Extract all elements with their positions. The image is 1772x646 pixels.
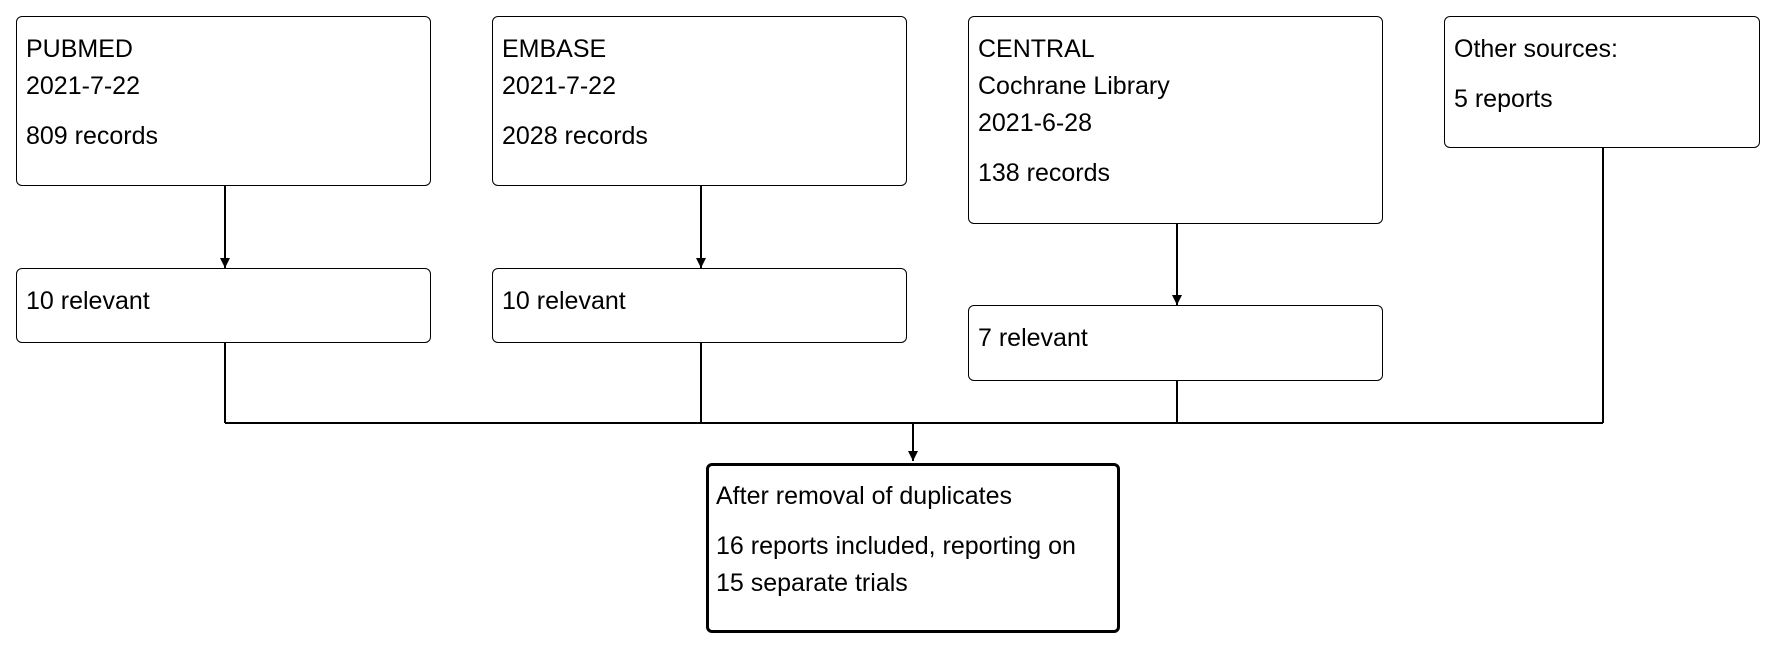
- source-title: CENTRAL: [978, 35, 1095, 63]
- source-box-embase: EMBASE 2021-7-22 2028 records: [492, 16, 907, 186]
- relevant-box-pubmed: 10 relevant: [16, 268, 431, 343]
- source-subtitle: Cochrane Library: [978, 72, 1170, 100]
- result-text: 16 reports included, reporting on 15 sep…: [716, 532, 1076, 597]
- relevant-box-embase: 10 relevant: [492, 268, 907, 343]
- source-date: 2021-7-22: [26, 72, 140, 100]
- source-records: 5 reports: [1454, 85, 1553, 113]
- source-records: 138 records: [978, 159, 1111, 187]
- source-box-other: Other sources: 5 reports: [1444, 16, 1760, 148]
- source-box-pubmed: PUBMED 2021-7-22 809 records: [16, 16, 431, 186]
- result-box: After removal of duplicates 16 reports i…: [706, 463, 1120, 633]
- relevant-box-central: 7 relevant: [968, 305, 1383, 381]
- source-date: 2021-7-22: [502, 72, 616, 100]
- source-records: 809 records: [26, 122, 159, 150]
- source-records: 2028 records: [502, 122, 648, 150]
- relevant-count: 7 relevant: [978, 324, 1088, 352]
- result-title: After removal of duplicates: [716, 482, 1012, 510]
- source-date: 2021-6-28: [978, 109, 1092, 137]
- source-title: Other sources:: [1454, 35, 1618, 63]
- relevant-count: 10 relevant: [502, 287, 626, 315]
- source-title: EMBASE: [502, 35, 607, 63]
- source-box-central: CENTRAL Cochrane Library 2021-6-28 138 r…: [968, 16, 1383, 224]
- relevant-count: 10 relevant: [26, 287, 150, 315]
- source-title: PUBMED: [26, 35, 133, 63]
